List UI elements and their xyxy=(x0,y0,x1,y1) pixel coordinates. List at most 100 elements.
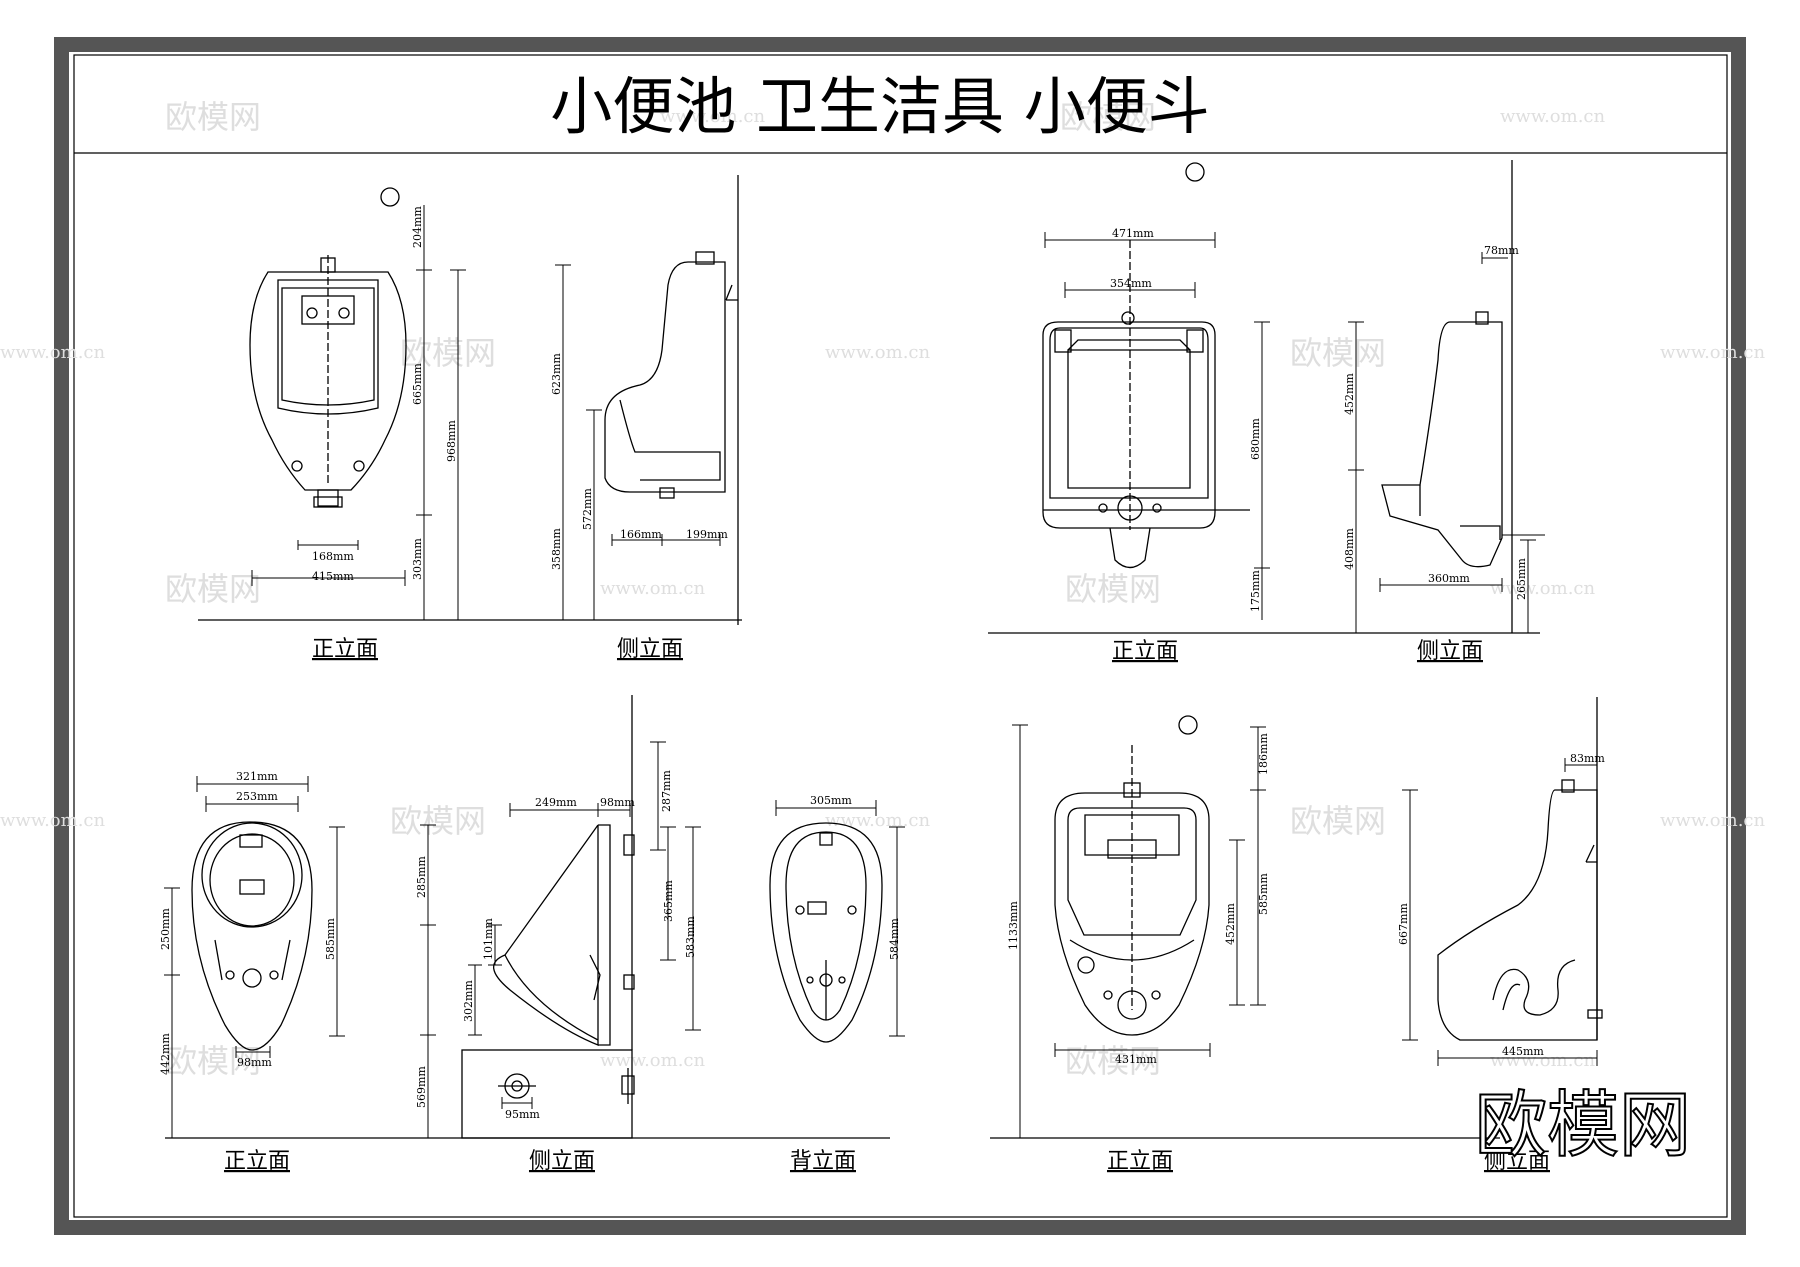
urinal-3-dim-labels: 321mm 253mm 250mm 585mm 442mm 98mm 249mm… xyxy=(159,770,901,1121)
urinal-1-front-view xyxy=(249,255,407,508)
watermark-url: www.om.cn xyxy=(0,342,106,363)
dim-label: 305mm xyxy=(810,794,852,807)
watermark-url: www.om.cn xyxy=(1500,106,1606,127)
dim-label: 285mm xyxy=(415,856,428,898)
dim-label: 354mm xyxy=(1110,277,1152,290)
watermark-logo: 欧模网 xyxy=(165,570,261,608)
dim-label: 583mm xyxy=(684,916,697,958)
dim-label: 250mm xyxy=(159,908,172,950)
flush-valve-mark xyxy=(1185,162,1205,182)
view-label-side: 侧立面 xyxy=(529,1149,595,1174)
view-label-side: 侧立面 xyxy=(1417,639,1483,664)
urinal-4-side-view xyxy=(1437,779,1603,1041)
urinal-unit-2 xyxy=(988,160,1545,634)
view-label-front: 正立面 xyxy=(1112,639,1178,664)
urinal-3-dimensions xyxy=(164,741,905,1138)
watermark-url: www.om.cn xyxy=(825,342,931,363)
dim-label: 199mm xyxy=(686,528,728,541)
dim-label: 253mm xyxy=(236,790,278,803)
dim-label: 175mm xyxy=(1249,570,1262,612)
dim-label: 78mm xyxy=(1484,244,1519,257)
dim-label: 83mm xyxy=(1570,752,1605,765)
dim-label: 665mm xyxy=(411,363,424,405)
watermark-logo: 欧模网 xyxy=(400,334,496,372)
flush-valve-mark xyxy=(380,187,400,207)
dim-label: 408mm xyxy=(1343,528,1356,570)
dim-label: 204mm xyxy=(411,206,424,248)
urinal-3-back-view xyxy=(769,822,883,1043)
watermark-logo: 欧模网 xyxy=(1290,334,1386,372)
watermark-logo: 欧模网 xyxy=(165,98,261,136)
watermark-url: www.om.cn xyxy=(1660,342,1766,363)
dim-label: 452mm xyxy=(1343,373,1356,415)
watermark-url: www.om.cn xyxy=(0,810,106,831)
watermark-url: www.om.cn xyxy=(600,1050,706,1071)
urinal-2-front-view xyxy=(1042,240,1250,569)
view-label-side: 侧立面 xyxy=(617,637,683,662)
dim-label: 680mm xyxy=(1249,418,1262,460)
dim-label: 166mm xyxy=(620,528,662,541)
view-label-front: 正立面 xyxy=(224,1149,290,1174)
dim-label: 303mm xyxy=(411,538,424,580)
dim-label: 95mm xyxy=(505,1108,540,1121)
dim-label: 249mm xyxy=(535,796,577,809)
urinal-2-side-view xyxy=(1381,311,1503,568)
watermark-logo: 欧模网 xyxy=(390,802,486,840)
watermark-logo: 欧模网 xyxy=(1060,98,1156,136)
dim-label: 101mm xyxy=(482,918,495,960)
urinal-unit-4 xyxy=(990,697,1603,1139)
dim-label: 572mm xyxy=(581,488,594,530)
watermark-url: www.om.cn xyxy=(1660,810,1766,831)
watermark-logo: 欧模网 xyxy=(1065,570,1161,608)
dim-label: 415mm xyxy=(312,570,354,583)
watermarks: 欧模网 www.om.cn 欧模网 www.om.cn www.om.cn 欧模… xyxy=(0,98,1766,1080)
dim-label: 569mm xyxy=(415,1066,428,1108)
dim-label: 667mm xyxy=(1397,903,1410,945)
dim-label: 1133mm xyxy=(1007,901,1020,950)
dim-label: 585mm xyxy=(324,918,337,960)
view-label-front: 正立面 xyxy=(1107,1149,1173,1174)
urinal-4-dimensions xyxy=(1012,724,1598,1138)
drawing-border xyxy=(73,54,1728,1218)
brand-logo: 欧模网 xyxy=(1475,1083,1691,1167)
view-label-back: 背立面 xyxy=(790,1149,856,1174)
sheet-title: 小便池 卫生洁具 小便斗 xyxy=(550,70,1209,143)
watermark-url: www.om.cn xyxy=(600,578,706,599)
flush-valve-mark xyxy=(1178,715,1198,735)
urinal-1-side-view xyxy=(604,251,738,499)
dim-label: 442mm xyxy=(159,1033,172,1075)
dim-label: 321mm xyxy=(236,770,278,783)
dim-label: 585mm xyxy=(1257,873,1270,915)
dim-label: 471mm xyxy=(1112,227,1154,240)
dim-label: 360mm xyxy=(1428,572,1470,585)
urinal-4-dim-labels: 1133mm 186mm 452mm 585mm 431mm 83mm 667m… xyxy=(1007,733,1605,1066)
dim-label: 584mm xyxy=(888,918,901,960)
dim-label: 265mm xyxy=(1515,558,1528,600)
urinal-2-dimensions xyxy=(1044,232,1545,633)
urinal-1-dimensions xyxy=(251,205,721,620)
dim-label: 168mm xyxy=(312,550,354,563)
urinal-3-front-view xyxy=(191,821,313,1051)
dim-label: 445mm xyxy=(1502,1045,1544,1058)
dim-label: 186mm xyxy=(1257,733,1270,775)
dim-label: 452mm xyxy=(1224,903,1237,945)
dim-label: 98mm xyxy=(600,796,635,809)
dim-label: 287mm xyxy=(660,770,673,812)
dim-label: 623mm xyxy=(550,353,563,395)
dim-label: 968mm xyxy=(445,420,458,462)
inner-frame xyxy=(69,52,1731,1220)
dim-label: 358mm xyxy=(550,528,563,570)
dim-label: 365mm xyxy=(662,880,675,922)
watermark-logo: 欧模网 xyxy=(1290,802,1386,840)
urinal-unit-1 xyxy=(198,175,742,625)
watermark-url: www.om.cn xyxy=(660,106,766,127)
urinal-unit-3 xyxy=(164,695,905,1139)
urinal-4-front-view xyxy=(1054,745,1210,1036)
view-label-front: 正立面 xyxy=(312,637,378,662)
urinal-1-dim-labels: 204mm 665mm 968mm 303mm 168mm 415mm 623m… xyxy=(312,206,728,583)
dim-label: 302mm xyxy=(462,980,475,1022)
watermark-logo: 欧模网 xyxy=(1065,1042,1161,1080)
dim-label: 431mm xyxy=(1115,1053,1157,1066)
urinal-2-dim-labels: 471mm 354mm 680mm 175mm 78mm 452mm 408mm… xyxy=(1110,227,1528,612)
